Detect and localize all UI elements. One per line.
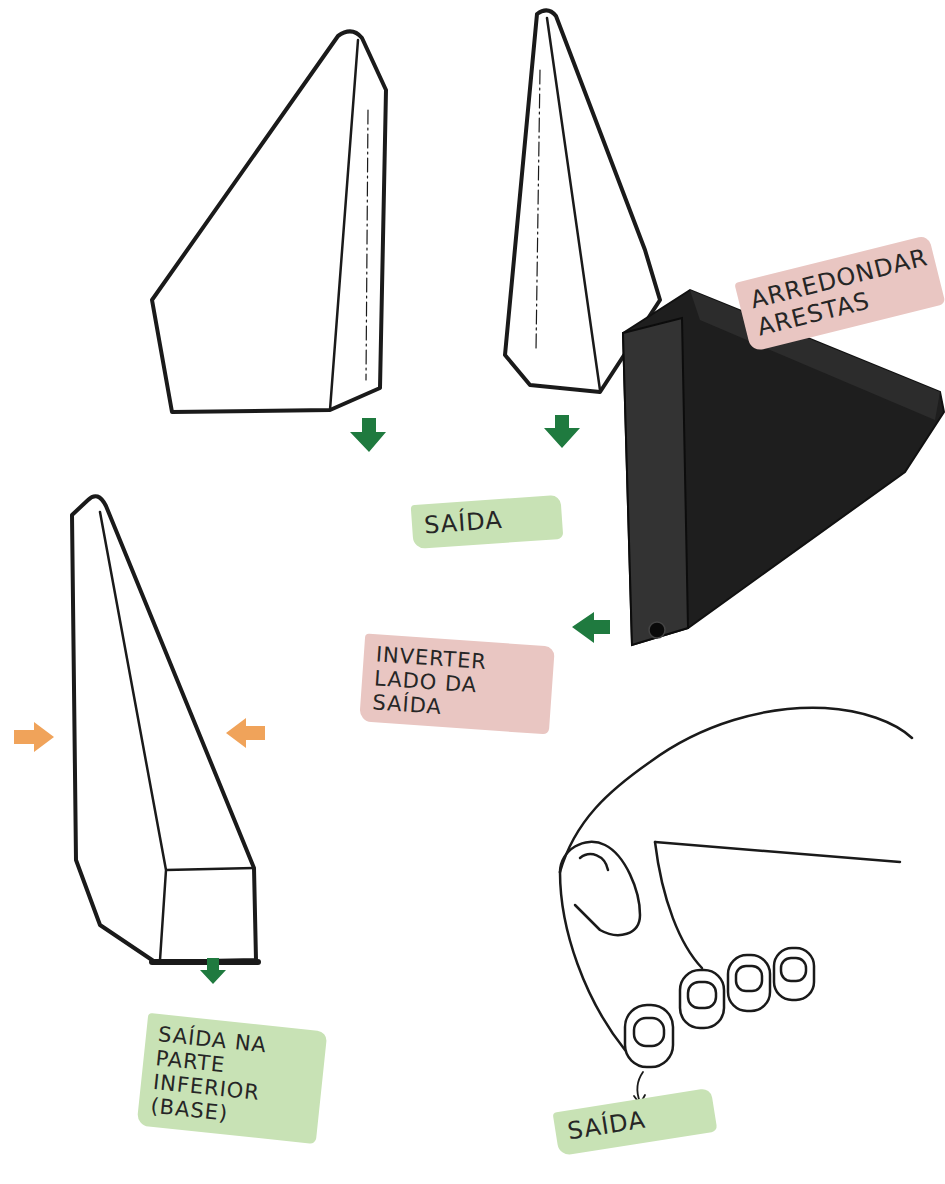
piece-outline <box>152 31 386 412</box>
grip-arrow <box>226 718 265 748</box>
exit-arrow <box>200 958 226 984</box>
exit-patch: SAÍDA <box>553 1088 718 1156</box>
piece-centerline <box>536 70 540 350</box>
handwritten-note: ARREDONDAR ARESTAS <box>748 246 932 342</box>
handwritten-note: SAÍDA NA PARTE INFERIOR (BASE) <box>149 1022 288 1132</box>
piece-base <box>152 959 258 965</box>
hand-thumb <box>560 842 640 935</box>
finger-nail <box>634 1018 664 1046</box>
finger <box>625 1005 673 1067</box>
finger <box>728 955 770 1011</box>
piece-edge <box>547 18 600 390</box>
piece-edge <box>330 40 358 410</box>
piece-centerline <box>366 110 368 380</box>
hand-back <box>560 708 912 872</box>
finger-nail <box>688 982 716 1008</box>
grip-arrow <box>14 722 54 752</box>
exit-hole <box>649 622 665 638</box>
exit-arrow <box>350 418 386 452</box>
hand-side <box>560 872 625 1050</box>
exit-patch: SAÍDA <box>411 495 564 549</box>
block-front-face <box>623 318 688 645</box>
hand-palm <box>655 842 702 968</box>
finger-nail <box>736 966 762 991</box>
note-patch: ARREDONDAR ARESTAS <box>734 235 945 352</box>
finger <box>774 948 814 1000</box>
exit-arrow <box>544 415 580 448</box>
exit-patch: SAÍDA NA PARTE INFERIOR (BASE) <box>137 1013 328 1144</box>
handwritten-note: SAÍDA <box>566 1098 705 1147</box>
thumb-nail <box>580 854 608 870</box>
piece-outline <box>72 496 256 962</box>
note-patch: INVERTER LADO DA SAÍDA <box>359 633 555 734</box>
finger <box>680 970 724 1028</box>
hand-drawing <box>560 708 912 1104</box>
handwritten-note: SAÍDA <box>423 504 551 540</box>
handwritten-note: INVERTER LADO DA SAÍDA <box>372 642 517 724</box>
hand-edge <box>655 842 900 862</box>
finger-nail <box>781 958 806 981</box>
exit-arrow <box>572 612 610 643</box>
